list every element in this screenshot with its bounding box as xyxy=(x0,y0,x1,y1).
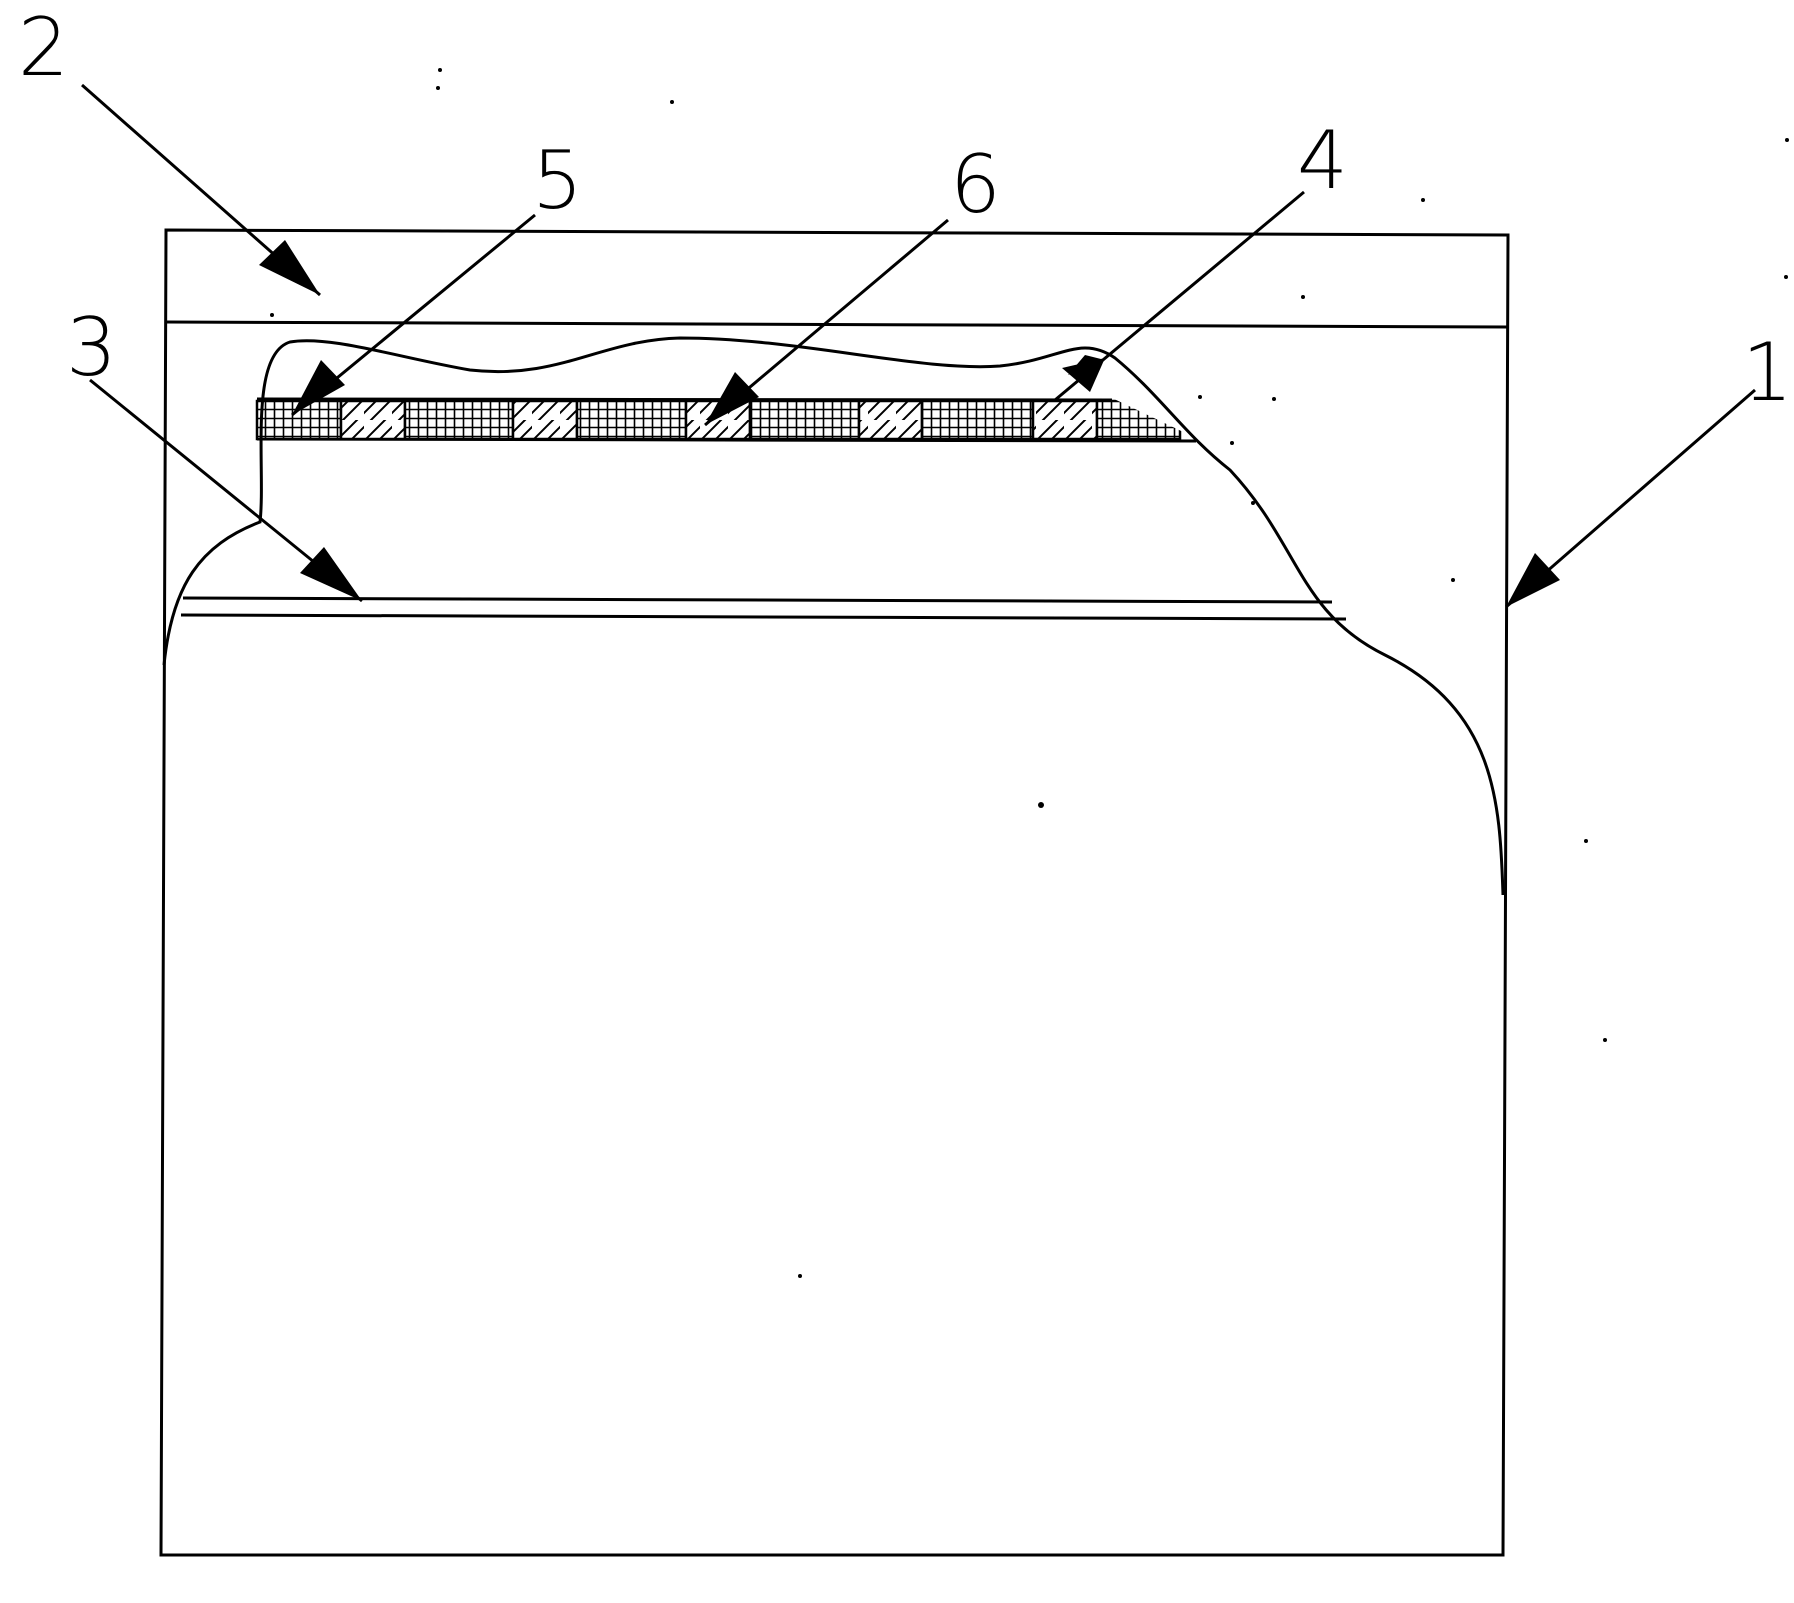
label-4: 4 xyxy=(1297,114,1348,207)
grid-cell xyxy=(920,399,1035,441)
leader-arrow-3 xyxy=(89,378,363,603)
strip-cells xyxy=(255,398,1200,441)
hatched-cell xyxy=(511,399,579,441)
leader-arrow-6 xyxy=(704,218,949,427)
label-3: 3 xyxy=(66,301,117,394)
outer-body xyxy=(159,228,1510,1557)
label-6: 6 xyxy=(950,138,1001,231)
grid-cell xyxy=(575,399,688,441)
scan-specks xyxy=(270,68,1789,1278)
leader-arrow-1 xyxy=(1505,388,1756,609)
leader-arrow-2 xyxy=(81,83,321,297)
hatched-cell xyxy=(1031,399,1099,441)
hatched-cell xyxy=(684,399,752,441)
leader-arrow-4 xyxy=(1054,190,1305,402)
top-cover-line xyxy=(165,320,1509,329)
label-2: 2 xyxy=(18,1,69,94)
strip-break-mask xyxy=(1112,398,1200,440)
grid-cell xyxy=(403,399,515,441)
label-1: 1 xyxy=(1742,326,1793,419)
cutaway-break-line xyxy=(162,336,1505,896)
layer-3-lower-line xyxy=(180,613,1347,621)
hatched-cell xyxy=(857,399,924,441)
layer-3-upper-line xyxy=(182,596,1333,604)
grid-cell xyxy=(748,399,861,441)
hatched-cell xyxy=(339,399,407,441)
label-5: 5 xyxy=(532,134,583,227)
leader-arrow-5 xyxy=(291,213,536,417)
